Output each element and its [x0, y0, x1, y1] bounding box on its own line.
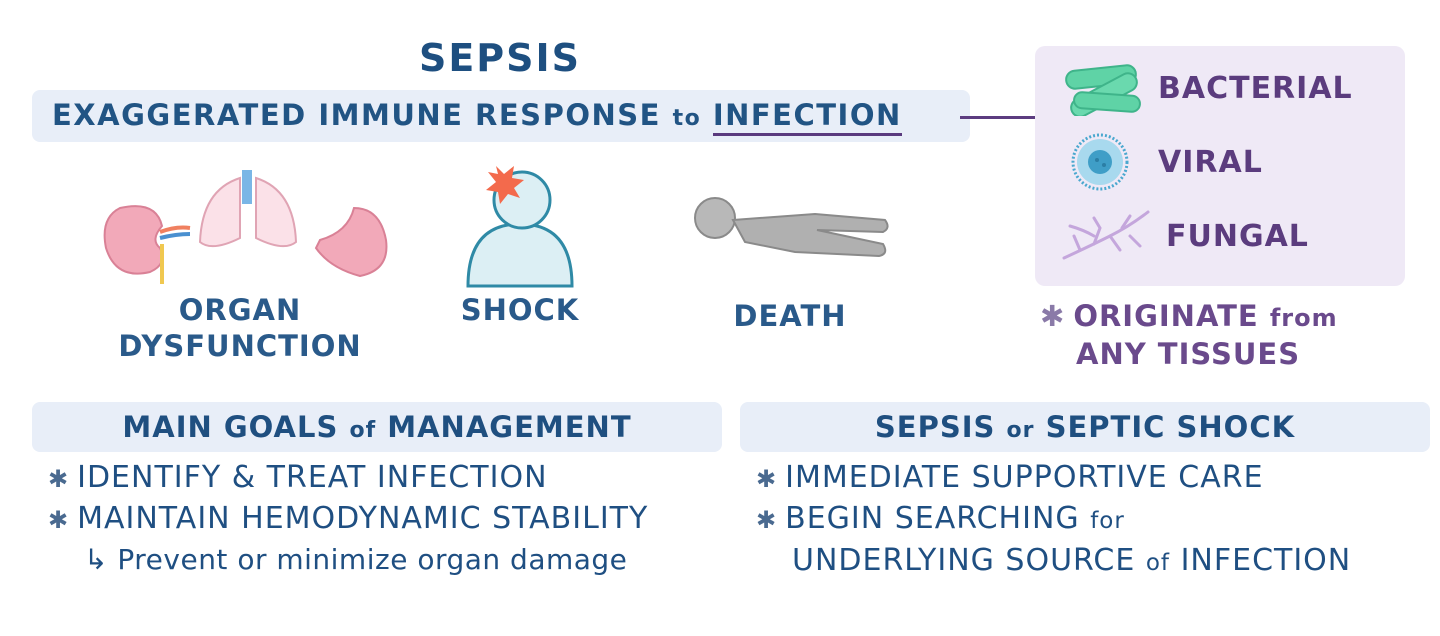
septic-list: ✱IMMEDIATE SUPPORTIVE CARE ✱BEGIN SEARCH…: [756, 458, 1351, 583]
effect-label: ORGAN: [178, 293, 302, 327]
bullet-star-icon: ✱: [756, 465, 778, 493]
lying-person-icon: [694, 197, 889, 258]
definition-to: to: [672, 106, 702, 131]
organs-icon: [103, 170, 388, 284]
cause-label: VIRAL: [1158, 144, 1263, 180]
definition-band: [32, 90, 970, 142]
fungus-icon: [1062, 210, 1150, 260]
effect-death: DEATH: [680, 190, 900, 334]
list-subitem: ↳ Prevent or minimize organ damage: [84, 543, 628, 576]
shocked-person-icon: [466, 166, 574, 288]
list-item: ✱BEGIN SEARCHING for: [756, 501, 1125, 536]
bullet-star-icon: ✱: [1040, 299, 1066, 333]
bacteria-icon: [1065, 64, 1141, 116]
cause-viral: VIRAL: [1060, 132, 1263, 192]
definition-main: EXAGGERATED IMMUNE RESPONSE: [52, 98, 661, 132]
effect-organ-dysfunction: ORGAN DYSFUNCTION: [80, 168, 400, 364]
list-item: ✱IDENTIFY & TREAT INFECTION: [48, 460, 548, 495]
effect-label: DEATH: [733, 299, 847, 333]
bullet-star-icon: ✱: [756, 506, 778, 534]
definition-text: EXAGGERATED IMMUNE RESPONSE to INFECTION: [52, 98, 902, 136]
list-item: ✱MAINTAIN HEMODYNAMIC STABILITY: [48, 501, 649, 536]
cause-label: BACTERIAL: [1158, 70, 1353, 106]
virus-icon: [1071, 133, 1129, 191]
connector-line: [960, 116, 1036, 119]
bullet-star-icon: ✱: [48, 465, 70, 493]
origin-note: ✱ORIGINATE from ANY TISSUES: [1040, 299, 1338, 371]
effect-label: DYSFUNCTION: [118, 329, 362, 363]
management-band: MAIN GOALS of MANAGEMENT: [32, 402, 722, 452]
management-list: ✱IDENTIFY & TREAT INFECTION ✱MAINTAIN HE…: [48, 458, 648, 580]
list-item: ✱IMMEDIATE SUPPORTIVE CARE: [756, 460, 1264, 495]
cause-bacterial: BACTERIAL: [1060, 60, 1353, 116]
definition-infection: INFECTION: [712, 98, 902, 136]
list-item-continued: UNDERLYING SOURCE of INFECTION: [792, 543, 1352, 578]
septic-band: SEPSIS or SEPTIC SHOCK: [740, 402, 1430, 452]
effect-label: SHOCK: [460, 293, 580, 327]
cause-label: FUNGAL: [1166, 218, 1309, 254]
effect-shock: SHOCK: [440, 160, 600, 328]
management-heading: MAIN GOALS of MANAGEMENT: [122, 410, 632, 444]
page-title: SEPSIS: [418, 36, 582, 80]
cause-fungal: FUNGAL: [1060, 206, 1309, 266]
bullet-star-icon: ✱: [48, 506, 70, 534]
arrow-icon: ↳: [84, 543, 108, 576]
septic-heading: SEPSIS or SEPTIC SHOCK: [874, 410, 1296, 444]
